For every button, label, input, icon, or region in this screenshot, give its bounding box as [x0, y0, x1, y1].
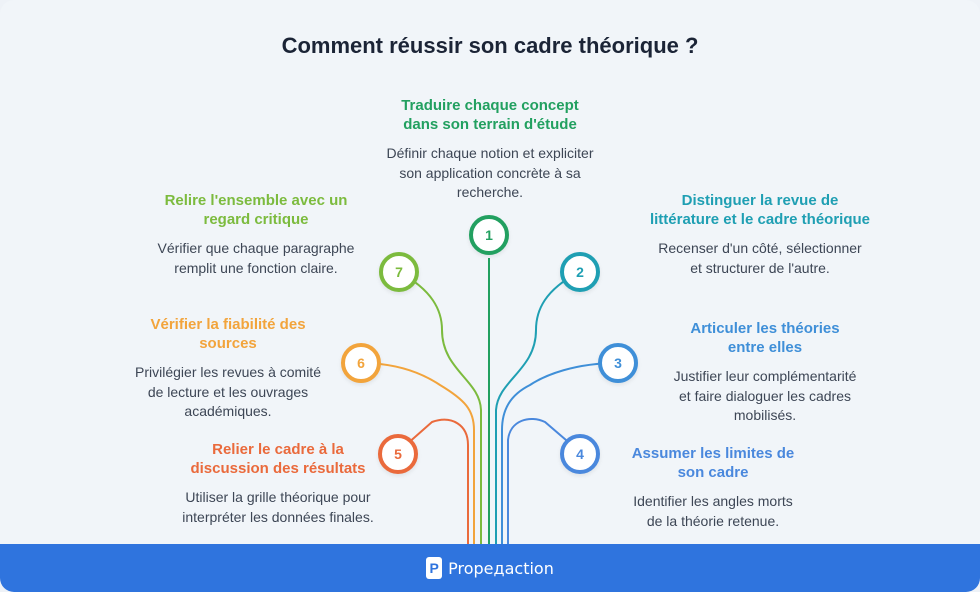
- step-7: Relire l'ensemble avec un regard critiqu…: [100, 191, 412, 278]
- step-marker-7: 7: [379, 252, 419, 292]
- step-description: Privilégier les revues à comité de lectu…: [135, 364, 321, 419]
- step-marker-3: 3: [598, 343, 638, 383]
- step-marker-2: 2: [560, 252, 600, 292]
- step-4: Assumer les limites de son cadre Identif…: [570, 444, 856, 531]
- step-number: 6: [357, 355, 365, 371]
- step-description: Utiliser la grille théorique pour interp…: [182, 489, 374, 525]
- connector-7: [398, 271, 482, 545]
- step-heading: Relier le cadre à la discussion des résu…: [190, 441, 366, 477]
- step-heading: Traduire chaque concept dans son terrain…: [401, 97, 579, 133]
- footer-bar: P Proредaction: [0, 544, 980, 592]
- step-marker-6: 6: [341, 343, 381, 383]
- step-6: Vérifier la fiabilité des sources Privil…: [78, 315, 378, 422]
- brand-name: Proредaction: [448, 558, 554, 578]
- connector-4: [507, 418, 581, 545]
- step-marker-5: 5: [378, 434, 418, 474]
- step-5: Relier le cadre à la discussion des résu…: [120, 440, 436, 527]
- step-description: Justifier leur complémentarité et faire …: [673, 368, 857, 423]
- step-number: 3: [614, 355, 622, 371]
- step-heading: Articuler les théories entre elles: [690, 320, 840, 356]
- logo-icon: P: [426, 557, 443, 579]
- step-marker-1: 1: [469, 215, 509, 255]
- step-heading: Relire l'ensemble avec un regard critiqu…: [164, 192, 348, 228]
- step-number: 4: [576, 446, 584, 462]
- step-number: 2: [576, 264, 584, 280]
- connector-3: [501, 362, 619, 545]
- connector-6: [360, 362, 475, 545]
- step-heading: Distinguer la revue de littérature et le…: [649, 192, 871, 228]
- step-number: 1: [485, 227, 493, 243]
- step-2: Distinguer la revue de littérature et le…: [600, 191, 920, 278]
- step-description: Identifier les angles morts de la théori…: [633, 493, 793, 529]
- connector-2: [495, 271, 580, 545]
- step-marker-4: 4: [560, 434, 600, 474]
- step-heading: Assumer les limites de son cadre: [631, 445, 795, 481]
- connector-5: [397, 418, 469, 545]
- step-description: Recenser d'un côté, sélectionner et stru…: [658, 240, 862, 276]
- step-3: Articuler les théories entre elles Justi…: [620, 319, 910, 426]
- step-1: Traduire chaque concept dans son terrain…: [330, 96, 650, 203]
- step-description: Définir chaque notion et expliciter son …: [386, 145, 594, 200]
- step-number: 7: [395, 264, 403, 280]
- step-heading: Vérifier la fiabilité des sources: [150, 316, 306, 352]
- page-title: Comment réussir son cadre théorique ?: [281, 33, 699, 58]
- step-number: 5: [394, 446, 402, 462]
- step-description: Vérifier que chaque paragraphe remplit u…: [157, 240, 355, 276]
